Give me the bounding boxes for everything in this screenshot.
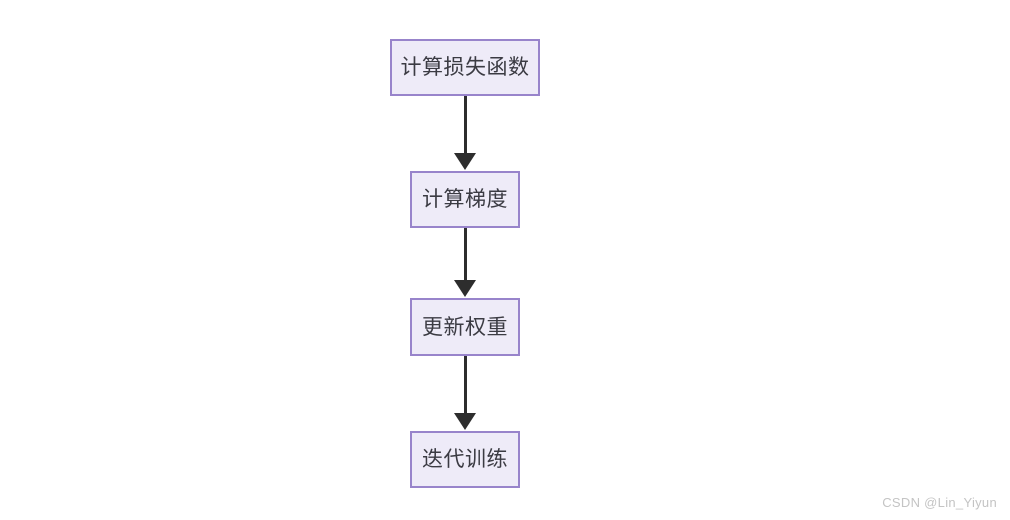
flow-node-compute-loss: 计算损失函数 bbox=[390, 39, 540, 96]
watermark: CSDN @Lin_Yiyun bbox=[882, 495, 997, 510]
arrowhead-icon bbox=[454, 153, 476, 170]
arrow-down-1 bbox=[454, 96, 476, 170]
flow-node-iterate-training: 迭代训练 bbox=[410, 431, 520, 488]
arrow-shaft bbox=[463, 96, 467, 155]
arrow-shaft bbox=[463, 228, 467, 282]
flow-node-compute-gradient: 计算梯度 bbox=[410, 171, 520, 228]
arrow-down-2 bbox=[454, 228, 476, 297]
arrow-down-3 bbox=[454, 356, 476, 430]
arrowhead-icon bbox=[454, 413, 476, 430]
arrowhead-icon bbox=[454, 280, 476, 297]
flow-node-update-weights: 更新权重 bbox=[410, 298, 520, 356]
arrow-shaft bbox=[463, 356, 467, 415]
